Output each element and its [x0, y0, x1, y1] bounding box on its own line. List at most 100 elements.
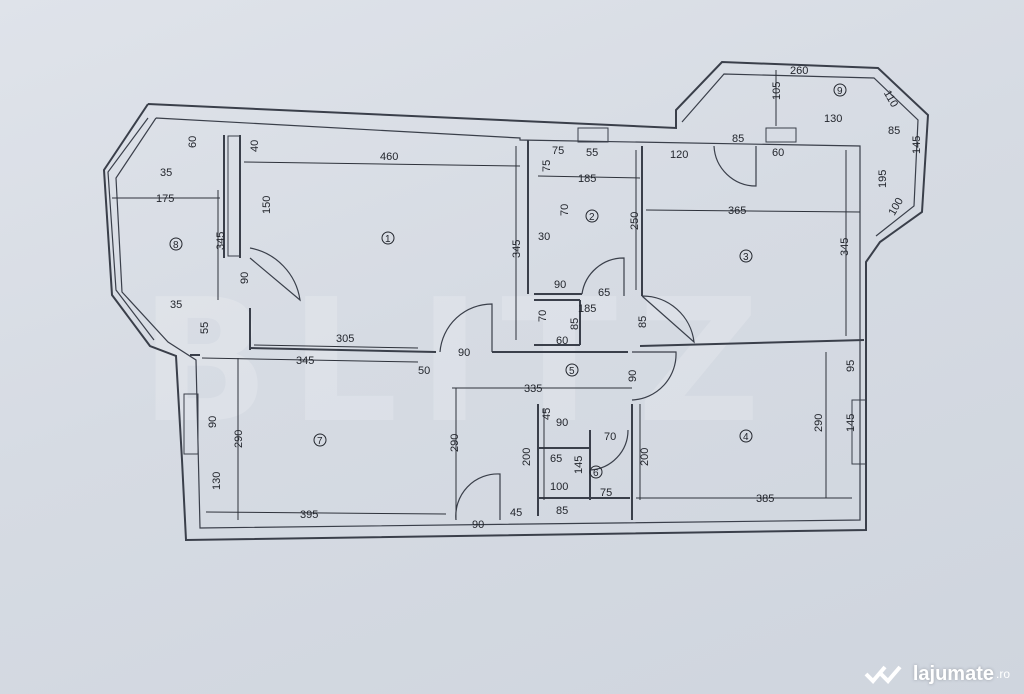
- dim-130: 130: [824, 113, 842, 125]
- partition-3-4: [639, 339, 865, 347]
- room-3: 3: [743, 252, 749, 263]
- dim-90-e: 90: [556, 417, 568, 429]
- dim-85-d: 85: [888, 125, 900, 137]
- dim-60-b: 60: [556, 335, 568, 347]
- dim-35-a: 35: [160, 167, 172, 179]
- room-4: 4: [743, 432, 749, 443]
- dim-60-a: 60: [187, 136, 199, 148]
- dim-290-a: 290: [449, 434, 461, 452]
- dim-185-a: 185: [578, 173, 596, 185]
- dim-85-e: 85: [556, 505, 568, 517]
- dim-90-g: 90: [207, 416, 219, 428]
- dim-90-b: 90: [458, 347, 470, 359]
- door-8: [249, 247, 301, 302]
- dim-395: 395: [300, 509, 318, 521]
- dim-195: 195: [877, 170, 889, 188]
- dim-60-c: 60: [772, 147, 784, 159]
- dim-200-a: 200: [521, 448, 533, 466]
- outer-wall: [102, 60, 930, 542]
- dim-335: 335: [524, 383, 542, 395]
- dim-85-a: 85: [569, 318, 581, 330]
- dim-90-c: 90: [554, 279, 566, 291]
- dim-365: 365: [728, 205, 746, 217]
- door-4: [631, 351, 677, 401]
- brand-logo: lajumate .ro: [863, 662, 1010, 686]
- room-labels: 1 2 3 4 5 6 7 8 9: [169, 83, 847, 479]
- dim-75-c: 75: [600, 487, 612, 499]
- dim-290-b: 290: [233, 430, 245, 448]
- dim-145-b: 145: [573, 456, 585, 474]
- dim-120: 120: [670, 149, 688, 161]
- door-1: [439, 303, 493, 353]
- dim-185-b: 185: [578, 303, 596, 315]
- dim-65-b: 65: [550, 453, 562, 465]
- dim-45-b: 45: [510, 507, 522, 519]
- dim-75-a: 75: [552, 145, 564, 157]
- dim-55-b: 55: [586, 147, 598, 159]
- dim-40: 40: [249, 140, 261, 152]
- dim-70-a: 70: [559, 204, 571, 216]
- dim-100-b: 100: [550, 481, 568, 493]
- dim-70-b: 70: [537, 310, 549, 322]
- dim-130-b: 130: [211, 472, 223, 490]
- bay-window-9: [681, 73, 919, 237]
- dim-105: 105: [771, 82, 783, 100]
- door-2: [581, 257, 625, 296]
- room-7: 7: [317, 436, 323, 447]
- dim-65-a: 65: [598, 287, 610, 299]
- window-7: [183, 393, 199, 455]
- dim-460: 460: [380, 151, 398, 163]
- door-6: [589, 429, 629, 471]
- room-2: 2: [589, 212, 595, 223]
- dim-50: 50: [418, 365, 430, 377]
- dim-45-a: 45: [541, 408, 553, 420]
- door-3: [641, 295, 695, 344]
- dim-345-b: 345: [215, 232, 227, 250]
- dim-75-b: 75: [541, 160, 553, 172]
- room-6: 6: [593, 468, 599, 479]
- brand-name: lajumate: [912, 662, 994, 685]
- bay-window-8: [107, 117, 155, 341]
- dim-290-c: 290: [813, 414, 825, 432]
- partition-1-7: [249, 347, 437, 353]
- dim-90-d: 90: [627, 370, 639, 382]
- dim-90-f: 90: [472, 519, 484, 531]
- dim-145-a: 145: [911, 136, 923, 154]
- room-8: 8: [173, 240, 179, 251]
- dim-385: 385: [756, 493, 774, 505]
- dim-150: 150: [261, 196, 273, 214]
- dim-30: 30: [538, 231, 550, 243]
- watermark: BLITZ: [140, 263, 780, 461]
- dim-110: 110: [881, 88, 900, 109]
- dim-175: 175: [156, 193, 174, 205]
- dim-145-c: 145: [845, 414, 857, 432]
- room-5: 5: [569, 366, 575, 377]
- window-8-1: [227, 135, 241, 257]
- window-2: [577, 127, 609, 143]
- dim-345-c: 345: [296, 355, 314, 367]
- door-entry: [455, 473, 501, 521]
- dim-85-b: 85: [637, 316, 649, 328]
- dim-260: 260: [790, 65, 808, 77]
- dim-35-b: 35: [170, 299, 182, 311]
- brand-check-icon: [864, 665, 902, 684]
- dim-345-a: 345: [511, 240, 523, 258]
- dim-70-c: 70: [604, 431, 616, 443]
- dim-305: 305: [336, 333, 354, 345]
- dim-55-a: 55: [199, 322, 211, 334]
- dim-85-c: 85: [732, 133, 744, 145]
- window-4: [851, 399, 867, 465]
- room-1: 1: [385, 234, 391, 245]
- window-9: [765, 127, 797, 143]
- inner-outline: [115, 117, 861, 529]
- dim-250: 250: [629, 212, 641, 230]
- dim-200-b: 200: [639, 448, 651, 466]
- door-9: [713, 145, 757, 187]
- brand-suffix: .ro: [995, 667, 1010, 681]
- dim-95: 95: [845, 360, 857, 372]
- room-9: 9: [837, 86, 843, 97]
- dimension-labels: 460 40 150 345 35 60 175 345 90 35 55 30…: [156, 65, 923, 531]
- dim-345-e: 345: [839, 238, 851, 256]
- dim-90-a: 90: [239, 272, 251, 284]
